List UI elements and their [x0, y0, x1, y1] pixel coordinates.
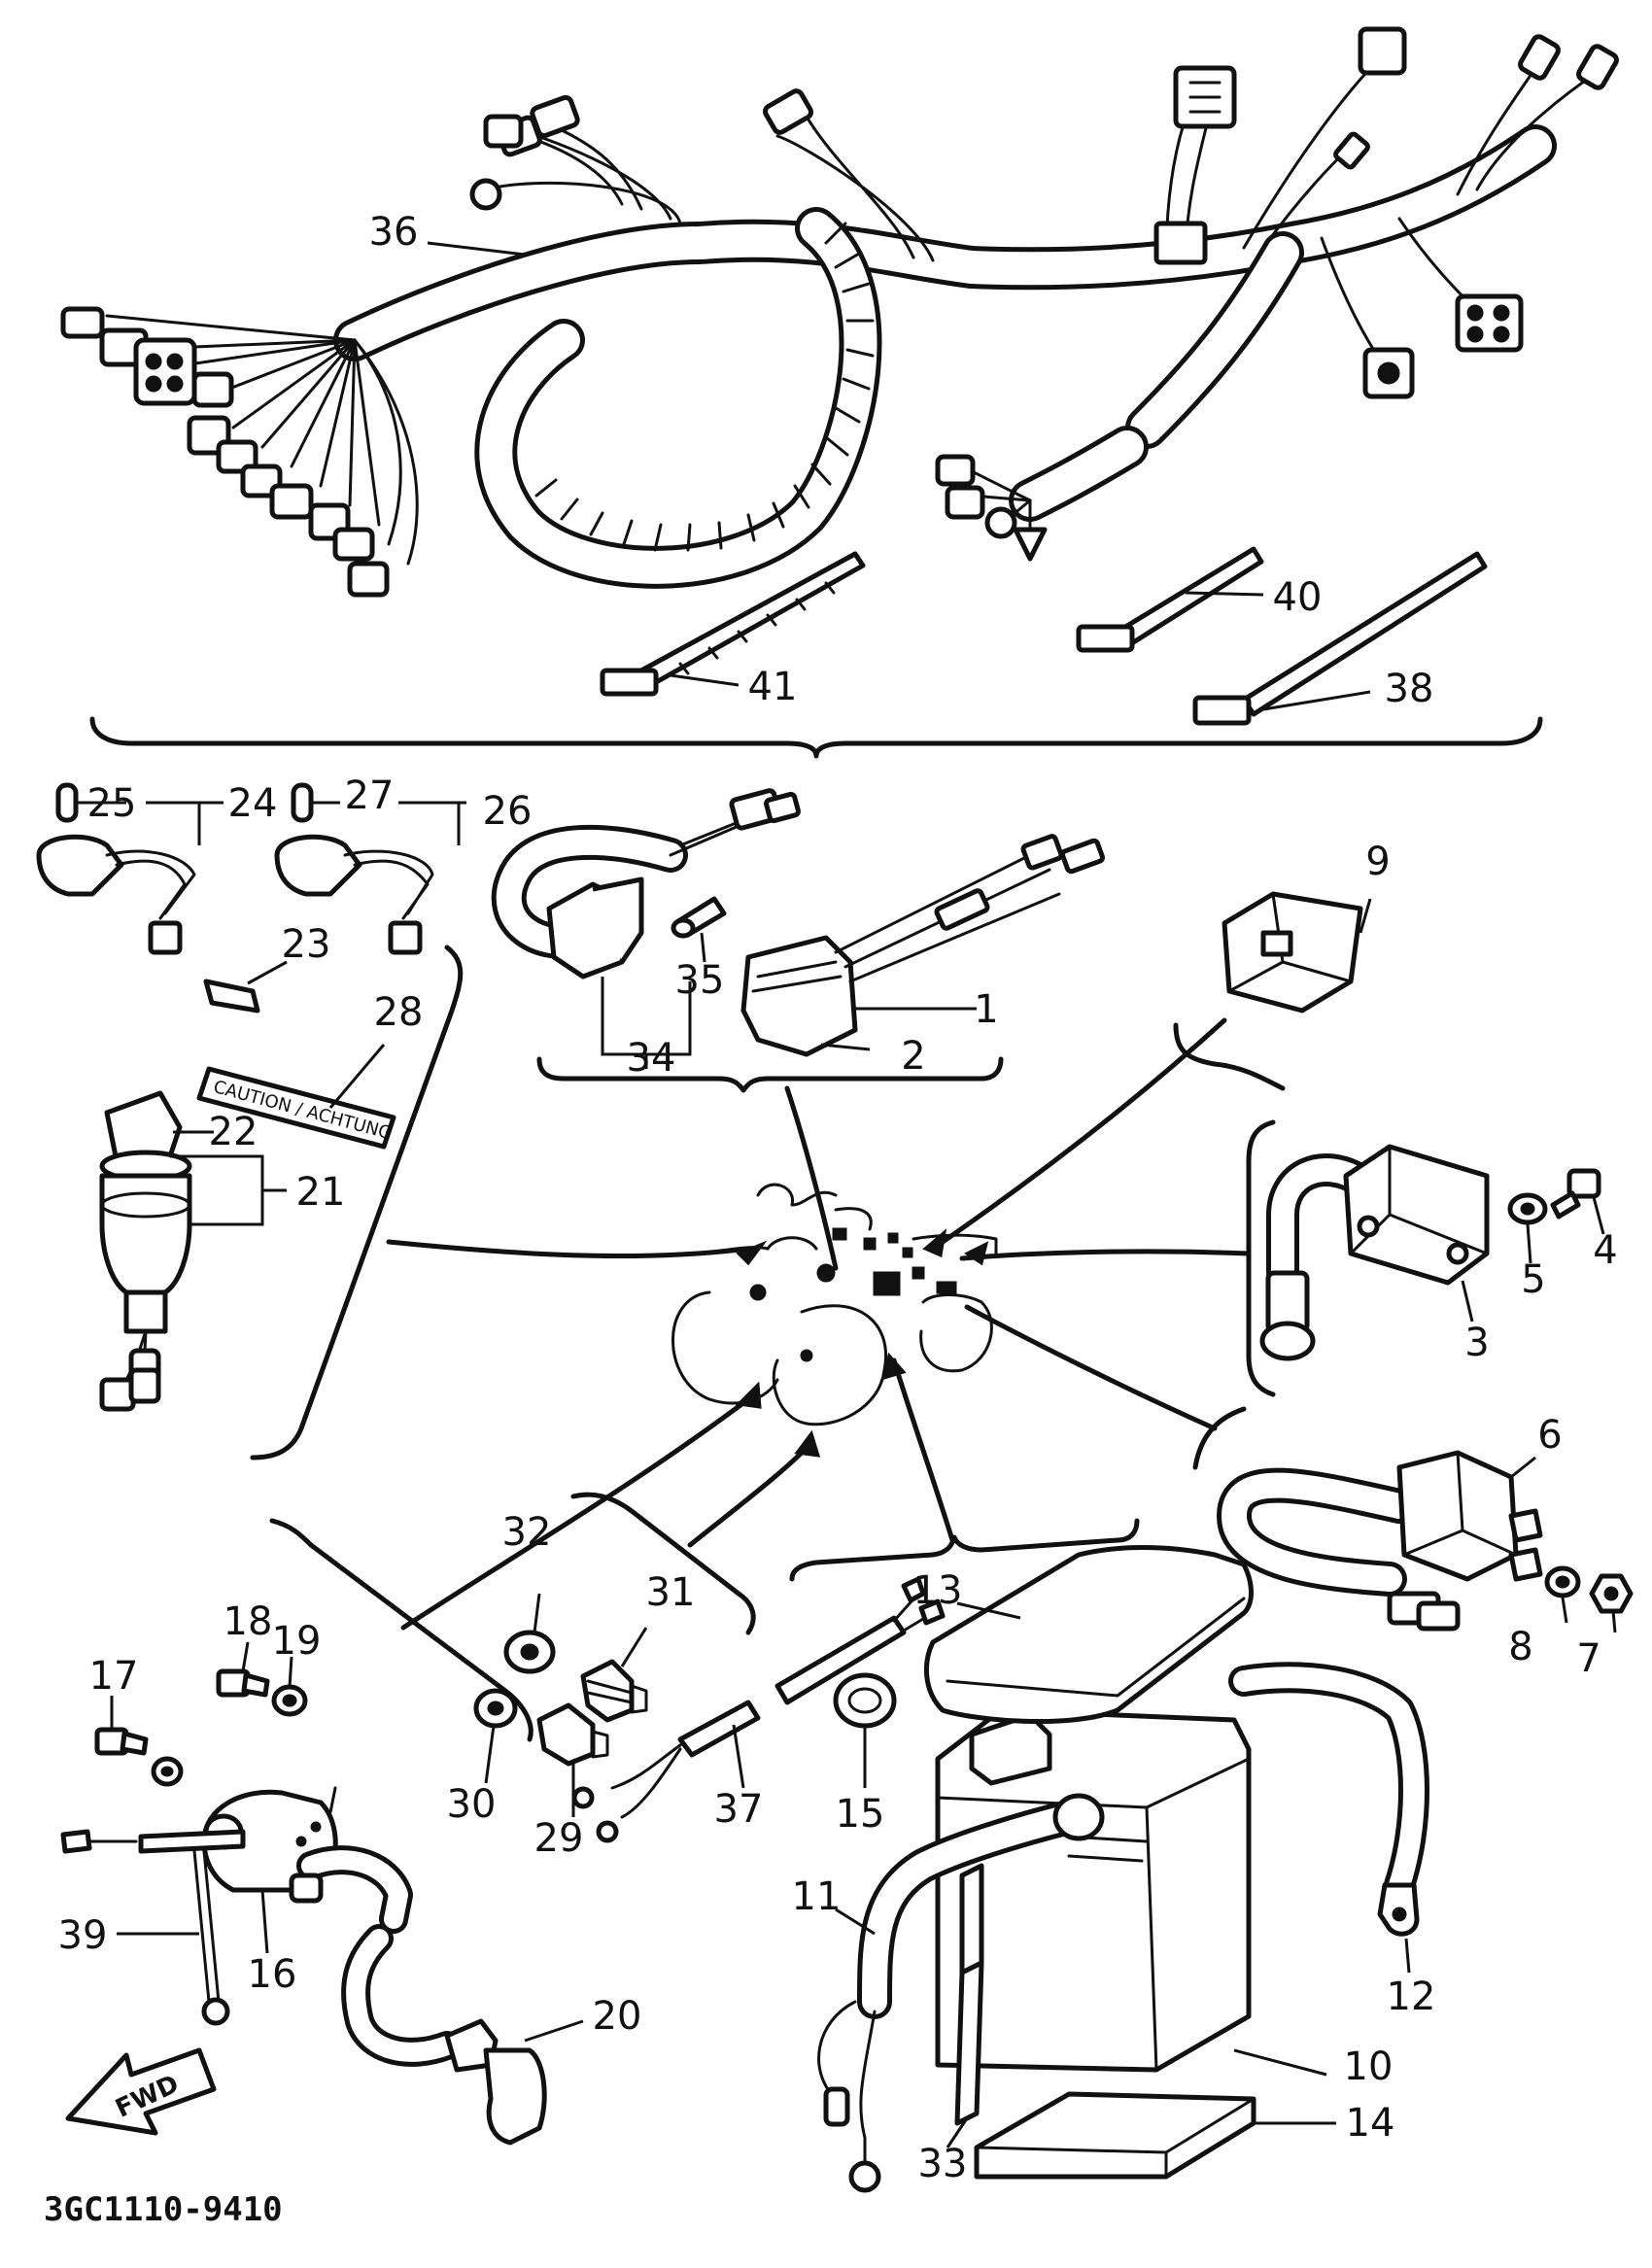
callout-33: 33 [918, 2142, 968, 2186]
battery-cable-11 [817, 1793, 1105, 2193]
callout-22: 22 [209, 1110, 258, 1154]
battery-10 [935, 1707, 1327, 2077]
cdi-unit-3 [1259, 1144, 1490, 1361]
callout-38: 38 [1385, 667, 1434, 711]
switch-31 [580, 1627, 648, 1723]
callout-2: 2 [901, 1034, 925, 1079]
fwd-arrow: FWD [65, 2047, 217, 2136]
bolt-18 [216, 1641, 270, 1698]
washer-17b [151, 1756, 184, 1787]
callout-15: 15 [836, 1792, 885, 1837]
washer-32 [503, 1593, 556, 1674]
callout-18: 18 [224, 1599, 273, 1644]
plug-cap-25-24 [36, 782, 224, 955]
plate-14 [974, 2091, 1336, 2180]
washer-8 [1544, 1565, 1581, 1624]
callout-12: 12 [1387, 1975, 1436, 2019]
callout-30: 30 [447, 1782, 497, 1827]
relay-bracket [1173, 1022, 1286, 1091]
washer-19 [271, 1656, 308, 1717]
callout-37: 37 [714, 1787, 764, 1832]
ground-lead-39 [60, 1829, 246, 2026]
switch-29 [536, 1702, 609, 1817]
washer-5 [1507, 1192, 1548, 1264]
band-33 [946, 1863, 984, 2148]
callout-39: 39 [58, 1913, 108, 1958]
bolt-4 [1550, 1168, 1605, 1235]
fuse-35 [671, 896, 727, 963]
battery-cover-13 [923, 1545, 1254, 1725]
callout-24: 24 [228, 781, 278, 826]
callout-25: 25 [87, 781, 137, 826]
callout-36: 36 [369, 210, 419, 255]
callout-16: 16 [248, 1952, 297, 1997]
bolt-17 [94, 1696, 149, 1756]
nut-7 [1589, 1573, 1634, 1633]
callout-7: 7 [1576, 1636, 1600, 1681]
callout-1: 1 [974, 987, 998, 1032]
callout-numbers: 36 41 40 38 25 24 27 26 23 28 22 21 35 3… [58, 210, 1618, 2186]
left-bracket [250, 945, 464, 1460]
wire-harness [60, 26, 1619, 726]
lower-left-bracket [269, 1518, 533, 1742]
holder-15 [833, 1672, 897, 1788]
vehicle-outline [671, 1183, 998, 1426]
callout-34: 34 [627, 1036, 676, 1081]
callout-40: 40 [1273, 575, 1323, 620]
callout-17: 17 [89, 1654, 139, 1699]
callout-20: 20 [593, 1994, 642, 2039]
fuse-holder-1-2 [740, 834, 1105, 1057]
washer-30 [473, 1688, 518, 1784]
lead-wire-37 [571, 1576, 946, 1843]
starter-relay-34 [491, 788, 801, 1069]
callout-9: 9 [1365, 840, 1390, 884]
cable-tie-41 [600, 551, 866, 697]
cdi-bracket [1246, 1119, 1276, 1397]
starter-relay-6 [1217, 1450, 1543, 1632]
plug-cap-27-26 [274, 782, 466, 955]
callout-41: 41 [748, 665, 798, 709]
battery-bracket [789, 1518, 1140, 1582]
callout-4: 4 [1593, 1228, 1617, 1273]
plug-cap-20 [341, 1924, 584, 2146]
callout-28: 28 [374, 990, 424, 1035]
callout-8: 8 [1508, 1625, 1532, 1669]
callout-26: 26 [483, 789, 533, 834]
cable-tie-38 [1192, 551, 1488, 726]
ignition-coil-16 [201, 1786, 413, 1954]
callout-13: 13 [913, 1568, 963, 1613]
location-arrows [386, 1017, 1252, 1631]
callout-27: 27 [345, 773, 395, 818]
callout-3: 3 [1464, 1321, 1489, 1365]
center-bracket [536, 1056, 1004, 1093]
cable-tie-40 [1076, 546, 1264, 653]
callout-31: 31 [646, 1570, 696, 1615]
callout-6: 6 [1537, 1413, 1562, 1458]
callout-21: 21 [296, 1170, 346, 1215]
relay-9 [1222, 891, 1372, 1014]
relay-6-bracket [1192, 1406, 1247, 1470]
drawing-code: 3GC1110-9410 [44, 2190, 283, 2229]
sensor-bracket [570, 1492, 756, 1635]
callout-14: 14 [1346, 2101, 1395, 2146]
callout-35: 35 [675, 958, 725, 1003]
callout-32: 32 [502, 1510, 552, 1555]
callout-29: 29 [534, 1816, 584, 1861]
callout-10: 10 [1344, 2045, 1394, 2089]
main-switch-21 [99, 1090, 287, 1412]
callout-19: 19 [272, 1619, 322, 1664]
callout-11: 11 [792, 1874, 842, 1919]
callout-5: 5 [1521, 1257, 1545, 1302]
callout-23: 23 [282, 922, 331, 967]
label-23 [203, 960, 288, 1014]
battery-cable-12 [1228, 1662, 1429, 1974]
harness-bracket [89, 716, 1543, 759]
